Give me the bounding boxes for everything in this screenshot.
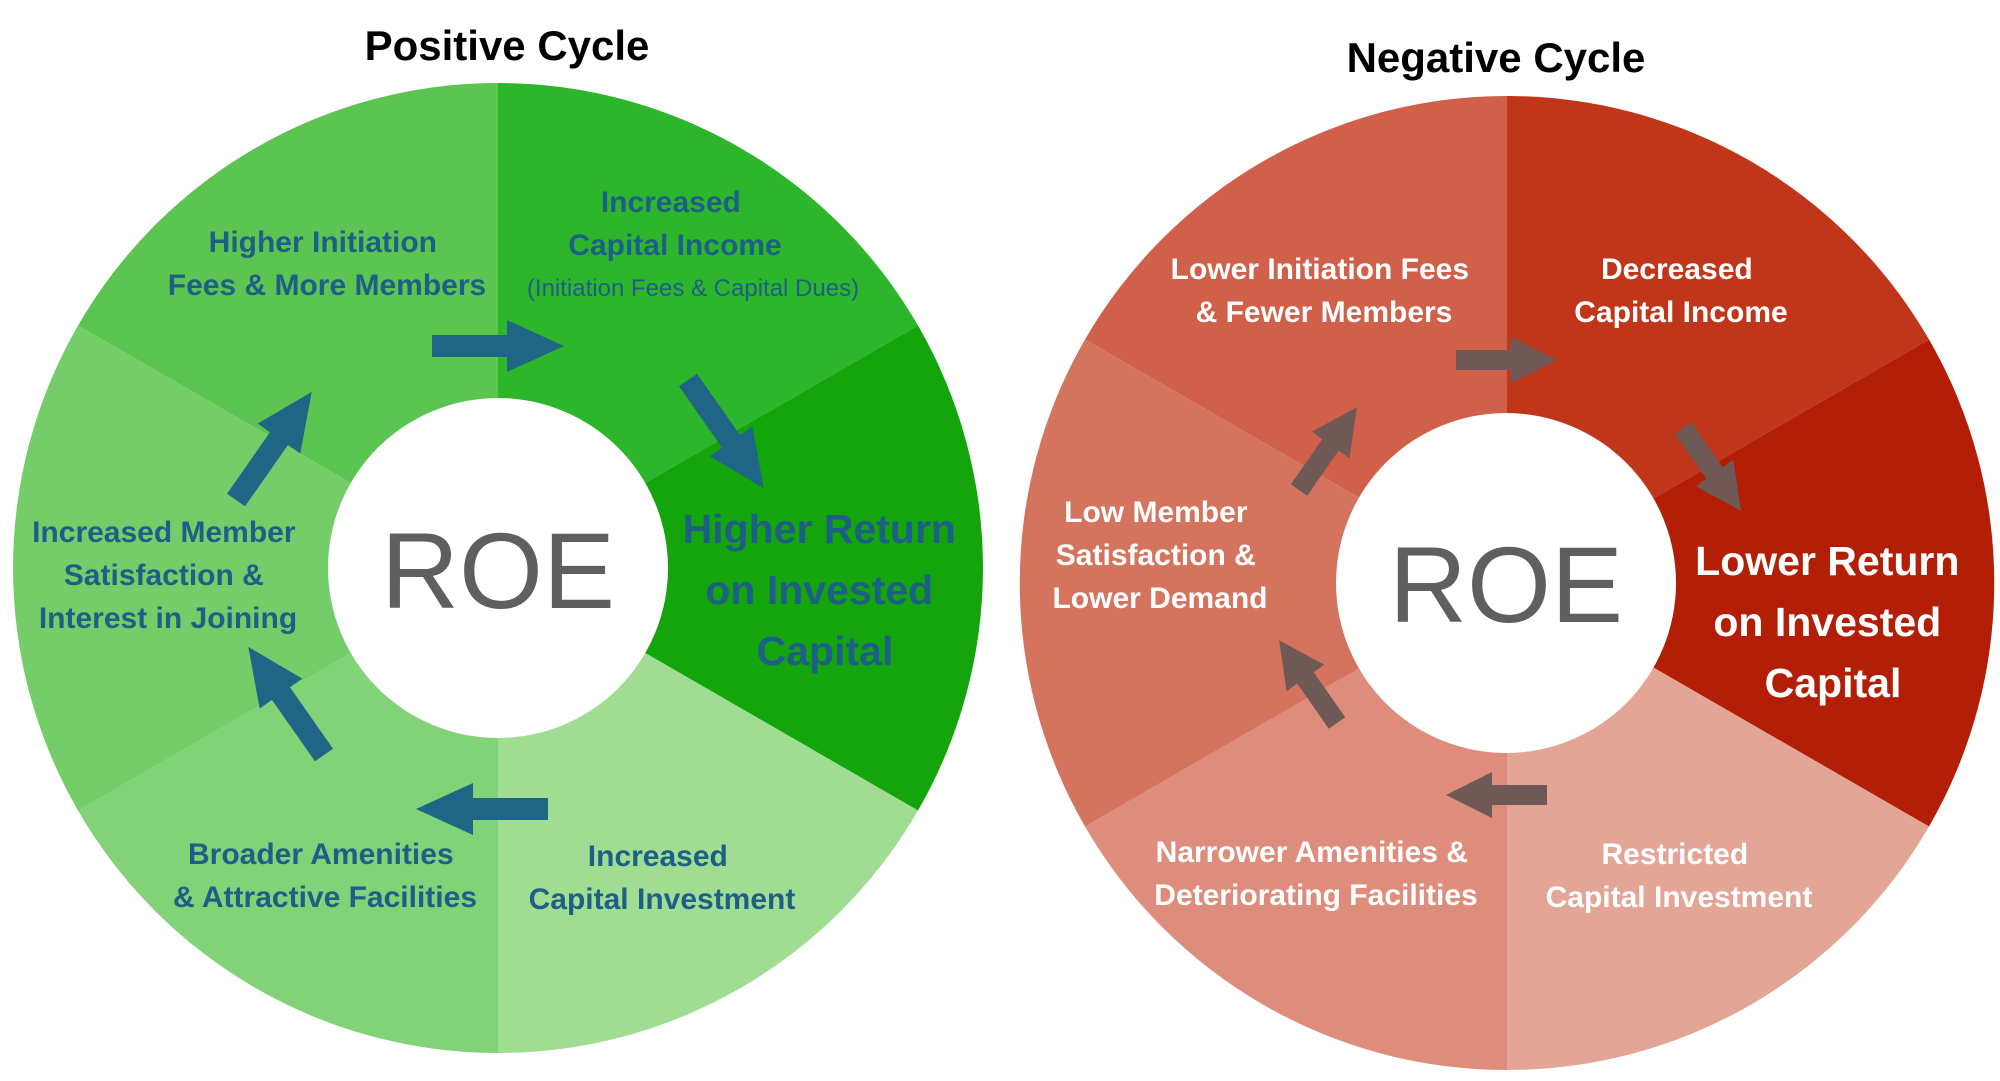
positive-arrow-left [416,783,548,835]
positive-label-top-left: Higher Initiation Fees & More Members [168,226,486,302]
negative-arrow-down-right [1674,422,1741,511]
negative-cycle: Negative Cycle ROE Lower Initiation Fees… [1019,34,1995,1070]
negative-label-right: Lower Return on Invested Capital [1695,538,1971,706]
positive-label-top-right: Increased Capital Income [568,186,781,262]
negative-wheel: ROE [1019,95,1995,1070]
positive-center-circle [328,398,668,738]
positive-cycle: Positive Cycle ROE Higher Initiation Fee… [13,22,983,1053]
negative-label-bottom-right: Restricted Capital Investment [1546,838,1813,914]
negative-label-left: Low Member Satisfaction & Lower Demand [1052,496,1267,615]
positive-cycle-title: Positive Cycle [365,22,650,69]
positive-label-bottom-left: Broader Amenities & Attractive Facilitie… [173,838,477,914]
positive-label-bottom-right: Increased Capital Investment [529,840,796,916]
negative-center-circle [1336,413,1676,753]
negative-arrows [1279,337,1741,818]
negative-arrow-left [1446,772,1547,818]
negative-label-bottom-left: Narrower Amenities & Deteriorating Facil… [1154,836,1477,912]
positive-label-top-right-note: (Initiation Fees & Capital Dues) [527,275,859,302]
positive-wheel: ROE [13,83,983,1053]
positive-arrow-up-right [226,391,312,507]
negative-center-label: ROE [1389,524,1623,645]
positive-segment-left [13,325,498,811]
negative-cycle-title: Negative Cycle [1347,34,1646,81]
negative-segment-right [1507,339,1995,827]
negative-label-top-left: Lower Initiation Fees & Fewer Members [1171,253,1478,329]
positive-arrow-down-right [678,373,764,489]
negative-arrow-up-left [1279,640,1346,729]
negative-label-top-right: Decreased Capital Income [1574,253,1787,329]
negative-segment-left [1019,339,1507,827]
positive-arrows [226,320,764,835]
positive-arrow-right [432,320,564,372]
positive-label-left: Increased Member Satisfaction & Interest… [32,516,304,635]
negative-arrow-right [1456,337,1557,383]
positive-arrow-up-left [248,646,334,762]
positive-center-label: ROE [381,510,615,631]
negative-arrow-up-right [1290,407,1357,496]
positive-label-right: Higher Return on Invested Capital [683,506,968,674]
positive-segment-right [498,325,983,811]
